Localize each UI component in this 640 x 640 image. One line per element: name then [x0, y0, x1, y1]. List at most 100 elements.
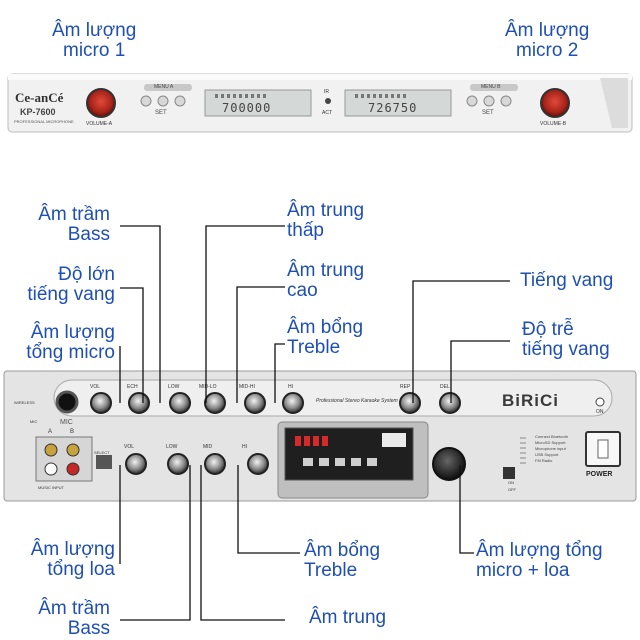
callout-line-2: tiếng vang	[27, 284, 115, 305]
panel-brand: BiRiCi	[502, 391, 559, 410]
switch-off-label: OFF	[508, 487, 516, 492]
menu-b-button-3[interactable]	[500, 95, 512, 107]
callout-echo-level: Độ lớn tiếng vang	[27, 265, 115, 305]
callout-line-1: Âm trung	[287, 200, 365, 221]
volume-a-label: VOLUME-A	[86, 121, 113, 127]
volume-b-label: VOLUME-B	[540, 121, 567, 127]
callout-line-1: Âm bổng	[304, 540, 381, 561]
switch-on-label: ON	[508, 480, 514, 485]
callout-line-2: micro + loa	[476, 560, 570, 581]
callout-line-1: Độ lớn	[58, 264, 115, 285]
callout-line-2: micro 2	[516, 40, 579, 61]
callout-mic-master: Âm lượng tổng micro	[26, 323, 115, 363]
callout-master: Âm lượng tổng micro + loa	[476, 541, 603, 581]
callout-line-1: Tiếng vang	[520, 270, 614, 291]
panel-slogan: Professional Stereo Karaoke System	[316, 398, 398, 404]
mic-hi-knob[interactable]	[282, 392, 304, 414]
menu-b-button-1[interactable]	[466, 95, 478, 107]
callout-line-2: Bass	[67, 618, 110, 639]
callout-bass-top: Âm trầm Bass	[38, 205, 110, 245]
music-mid-knob[interactable]	[204, 453, 226, 475]
echo-repeat-knob[interactable]	[399, 392, 421, 414]
jack-b-label: B	[70, 429, 75, 435]
ir-label: IR	[324, 89, 329, 95]
callout-lines	[119, 225, 510, 621]
display-right-value: 726750	[368, 101, 418, 115]
knob-label-midlo: MID-LO	[199, 384, 217, 390]
echo-delay-knob[interactable]	[439, 392, 461, 414]
jack-a-label: A	[48, 429, 53, 435]
knob-label-low: LOW	[168, 384, 180, 390]
callout-line-1: Âm trầm	[38, 204, 110, 225]
mic-jack-label: MIC	[30, 419, 38, 424]
music-hi-knob[interactable]	[247, 453, 269, 475]
mic-echo-knob[interactable]	[128, 392, 150, 414]
knob-label-music-low: LOW	[166, 444, 178, 450]
panel-on-label: ON	[596, 409, 604, 415]
callout-line-2: tiếng vang	[522, 339, 610, 360]
callout-line-1: Âm lượng	[30, 539, 115, 560]
knob-label-music-hi: HI	[242, 444, 247, 450]
callout-line-2: Bass	[67, 224, 110, 245]
callout-line-2: Treble	[287, 337, 341, 358]
volume-b-knob[interactable]	[540, 88, 570, 118]
knob-label-rep: REP	[400, 384, 411, 390]
mic-midlo-knob[interactable]	[204, 392, 226, 414]
menu-b-button-2[interactable]	[483, 95, 495, 107]
callout-speaker-master: Âm lượng tổng loa	[31, 540, 115, 580]
receiver-model: KP-7600	[20, 107, 56, 117]
music-low-knob[interactable]	[167, 453, 189, 475]
select-label: SELECT	[94, 450, 110, 455]
feature-item: Microphone input	[535, 446, 566, 451]
mic-low-knob[interactable]	[169, 392, 191, 414]
callout-line-2: micro 1	[63, 40, 126, 61]
callout-mid-high: Âm trung cao	[287, 261, 364, 301]
callout-echo-delay: Độ trễ tiếng vang	[522, 320, 610, 360]
callout-line-2: tổng loa	[47, 559, 115, 580]
receiver-brand: Ce-anCé	[15, 90, 64, 105]
knob-label-music-mid: MID	[203, 444, 213, 450]
volume-a-knob[interactable]	[86, 88, 116, 118]
feature-item: Connect Bluetooth	[535, 434, 568, 439]
callout-line-1: Âm lượng	[52, 20, 137, 41]
menu-a-label: MENU A	[154, 84, 174, 90]
callout-line-2: cao	[287, 280, 318, 301]
mic-receiver-unit	[7, 73, 633, 133]
callout-line-1: Âm lượng	[30, 322, 115, 343]
feature-item: MicroSD Support	[535, 440, 566, 445]
wireless-label: WIRELESS	[14, 400, 35, 405]
set-b-label: SET	[482, 110, 494, 116]
callout-line-1: Âm bổng	[287, 317, 364, 338]
knob-label-hi: HI	[288, 384, 293, 390]
callout-line-2: thấp	[287, 220, 324, 241]
callout-echo: Tiếng vang	[520, 271, 613, 291]
callout-line-1: Âm lượng tổng	[476, 540, 603, 561]
master-volume-knob[interactable]	[432, 447, 466, 481]
menu-a-button-2[interactable]	[157, 95, 169, 107]
callout-mic1-volume: Âm lượng micro 1	[52, 21, 136, 61]
menu-a-button-1[interactable]	[140, 95, 152, 107]
callout-mid-low: Âm trung thấp	[287, 201, 364, 241]
knob-label-music-vol: VOL	[124, 444, 135, 450]
callout-bass-bottom: Âm trầm Bass	[38, 599, 110, 639]
menu-a-button-3[interactable]	[174, 95, 186, 107]
feature-item: FM Radio	[535, 458, 553, 463]
callout-line-1: Độ trễ	[522, 319, 574, 340]
knob-label-midhi: MID-HI	[239, 384, 255, 390]
music-input-label: MUSIC INPUT	[38, 485, 64, 490]
karaoke-amp-panel	[3, 370, 637, 502]
set-a-label: SET	[155, 110, 167, 116]
mic-vol-knob[interactable]	[90, 392, 112, 414]
feature-item: USB Support	[535, 452, 559, 457]
receiver-subtitle: PROFESSIONAL MICROPHONE	[14, 119, 74, 124]
callout-mic2-volume: Âm lượng micro 2	[505, 21, 589, 61]
mic-midhi-knob[interactable]	[244, 392, 266, 414]
feature-list: Connect Bluetooth MicroSD Support Microp…	[535, 434, 568, 464]
act-label: ACT	[322, 110, 332, 116]
callout-line-1: Âm trung	[309, 607, 387, 628]
music-vol-knob[interactable]	[125, 453, 147, 475]
callout-line-2: Treble	[304, 560, 358, 581]
power-label: POWER	[586, 471, 613, 478]
knob-label-vol: VOL	[90, 384, 101, 390]
